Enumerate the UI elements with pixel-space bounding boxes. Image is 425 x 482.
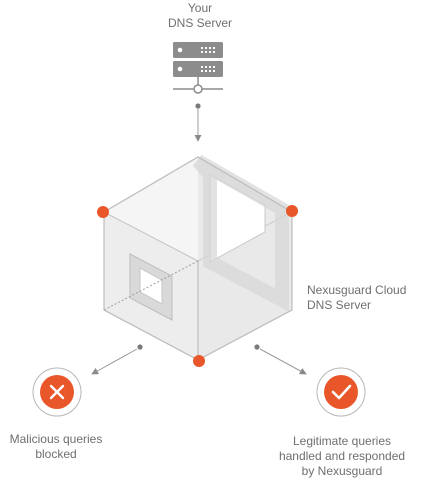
malicious-label: Malicious queries blocked [0,432,112,462]
x-circle-icon [32,367,82,417]
check-circle-icon [316,367,366,417]
cloud-dns-label: Nexusguard Cloud DNS Server [307,283,406,313]
legitimate-label-line-3: by Nexusguard [301,464,383,478]
server-rack-icon [173,42,223,94]
server-to-cloud-arrow [194,103,202,142]
legitimate-label-line-1: Legitimate queries [292,434,392,448]
malicious-label-line-2: blocked [35,447,77,461]
cloud-dns-label-line-1: Nexusguard Cloud [307,283,407,297]
dns-server-label-line-1: Your [187,1,213,15]
malicious-label-line-1: Malicious queries [9,432,103,446]
dns-server-label: Your DNS Server [140,1,260,31]
cloud-to-legitimate-arrow [254,344,307,375]
cube-icon [97,154,298,367]
cloud-to-malicious-arrow [91,344,143,375]
legitimate-label-line-2: handled and responded [278,449,406,463]
cloud-dns-label-line-2: DNS Server [307,298,372,312]
legitimate-label: Legitimate queries handled and responded… [268,434,416,479]
dns-server-label-line-2: DNS Server [167,16,232,30]
